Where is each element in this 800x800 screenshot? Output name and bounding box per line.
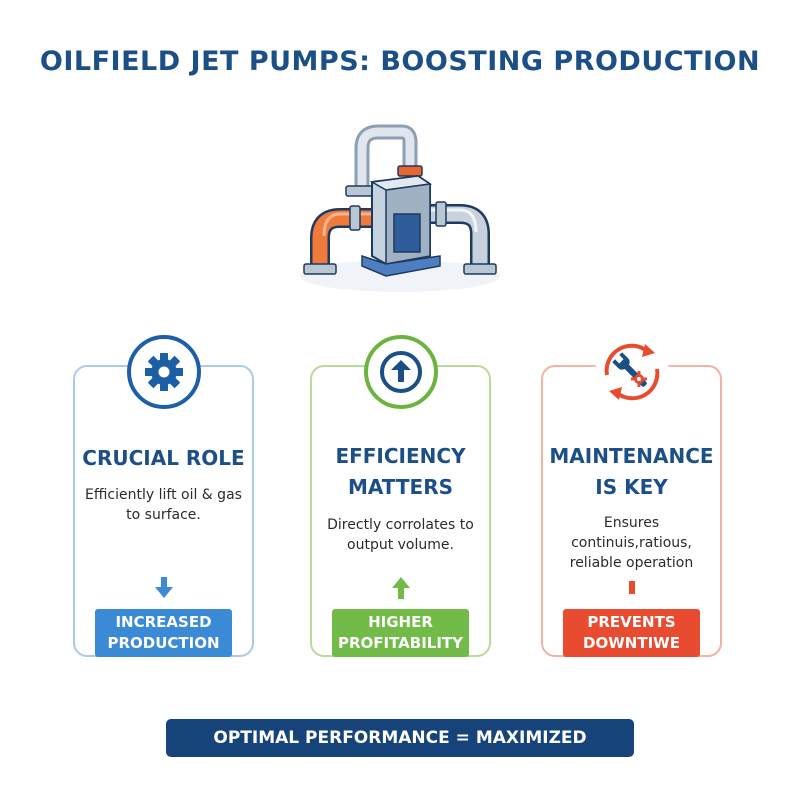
arrow-up-icon xyxy=(391,577,411,599)
card-efficiency-matters: EFFICIENCY MATTERS Directly corrolates t… xyxy=(310,335,491,657)
card-description: Directly corrolates to output volume. xyxy=(327,517,474,553)
card-title: MAINTENANCE IS KEY xyxy=(549,444,714,499)
card-title: EFFICIENCY MATTERS xyxy=(335,444,466,499)
outcome-badge: INCREASED PRODUCTION xyxy=(95,609,232,657)
arrow-up-circle-icon xyxy=(363,335,438,409)
outcome-badge: PREVENTS DOWNTIWE xyxy=(563,609,700,657)
bar-marker-icon xyxy=(622,577,642,599)
arrow-down-icon xyxy=(154,577,174,599)
summary-banner: OPTIMAL PERFORMANCE = MAXIMIZED PRODUCTI… xyxy=(166,719,634,786)
page-title: OILFIELD JET PUMPS: BOOSTING PRODUCTION xyxy=(39,46,761,77)
card-maintenance-is-key: MAINTENANCE IS KEY Ensures continuis,rat… xyxy=(541,335,722,657)
gear-icon xyxy=(126,335,201,409)
wrench-gear-icon xyxy=(594,335,669,409)
card-crucial-role: CRUCIAL ROLE Efficiently lift oil & gas … xyxy=(73,335,254,657)
card-description: Ensures continuis,ratious, reliable oper… xyxy=(569,515,694,571)
card-description: Efficiently lift oil & gas to surface. xyxy=(85,487,242,523)
jet-pump-icon xyxy=(290,118,510,298)
card-title: CRUCIAL ROLE xyxy=(82,446,245,470)
outcome-badge: HIGHER PROFITABILITY xyxy=(332,609,469,657)
